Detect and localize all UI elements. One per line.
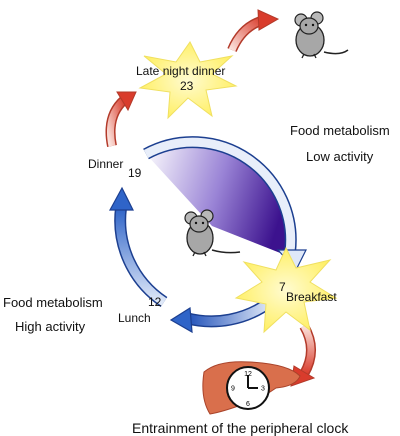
clock-number-12: 12 [244, 371, 252, 378]
clock-icon: 12 3 6 9 [226, 366, 270, 410]
cycle-arrowhead-lunch [169, 306, 193, 334]
lunch-label: Lunch [118, 311, 151, 325]
mouse-icon-center [184, 209, 241, 257]
day-food-metabolism-label: Food metabolism [3, 295, 103, 310]
clock-number-6: 6 [246, 401, 250, 408]
breakfast-label: Breakfast [286, 290, 337, 304]
night-sector [146, 139, 296, 258]
breakfast-star [234, 246, 338, 334]
cycle-arrowhead-dinner [108, 186, 134, 211]
night-food-metabolism-label: Food metabolism [290, 123, 390, 138]
late-night-dinner-label: Late night dinner [136, 64, 226, 78]
clock-number-3: 3 [261, 386, 265, 393]
late-dinner-star [138, 41, 238, 120]
night-activity-label: Low activity [306, 149, 374, 164]
clock-number-9: 9 [231, 386, 235, 393]
dinner-label: Dinner [88, 157, 124, 171]
breakfast-time-label: 7 [279, 280, 286, 294]
dinner-time-label: 19 [128, 166, 142, 180]
caption: Entrainment of the peripheral clock [132, 420, 349, 436]
day-activity-label: High activity [15, 319, 86, 334]
lunch-time-label: 12 [148, 295, 162, 309]
mouse-icon-top [294, 11, 349, 59]
late-night-time-label: 23 [180, 79, 194, 93]
